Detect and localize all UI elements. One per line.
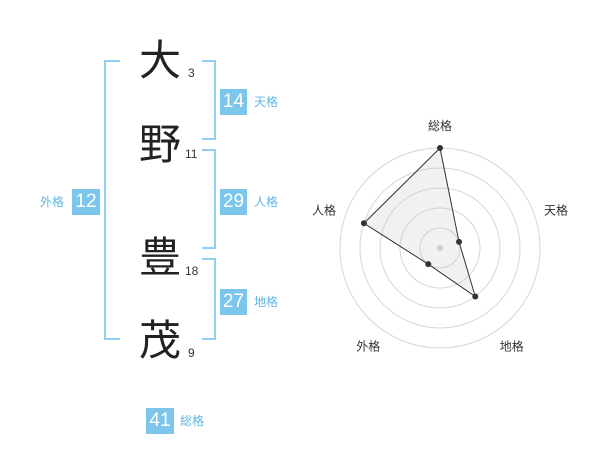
tenkaku-label: 天格 <box>254 95 279 109</box>
stroke-count-3: 18 <box>185 264 199 278</box>
gaikaku-label: 外格 <box>40 195 65 209</box>
chikaku-value: 27 <box>220 289 247 315</box>
radar-center-dot <box>437 245 443 251</box>
name-char-1: 大 <box>138 36 181 85</box>
radar-axis-label-4: 外格 <box>356 339 380 354</box>
radar-axis-label-5: 人格 <box>312 202 336 217</box>
radar-ring-1 <box>419 227 461 269</box>
name-char-2: 野 <box>138 120 181 169</box>
jinkaku-label: 人格 <box>254 195 279 209</box>
gaikaku-bracket <box>104 60 120 340</box>
radar-ring-4 <box>359 167 521 329</box>
chikaku-bracket <box>202 258 216 340</box>
name-char-3: 豊 <box>138 233 181 282</box>
tenkaku-value: 14 <box>220 89 247 115</box>
jinkaku-bracket <box>202 149 216 249</box>
radar-point-2 <box>456 238 463 245</box>
radar-data-polygon <box>363 146 477 298</box>
radar-point-5 <box>360 220 367 227</box>
soukaku-value: 41 <box>146 408 174 434</box>
name-char-4: 茂 <box>138 316 181 365</box>
gaikaku-value: 12 <box>72 189 100 215</box>
radar-axis-label-1: 総格 <box>428 118 452 133</box>
radar-ring-2 <box>399 207 481 289</box>
jinkaku-value: 29 <box>220 189 247 215</box>
chikaku-label: 地格 <box>254 295 279 309</box>
tenkaku-bracket <box>202 60 216 140</box>
radar-ring-3 <box>379 187 501 309</box>
radar-axis-label-3: 地格 <box>500 339 524 354</box>
radar-axis-label-2: 天格 <box>544 202 568 217</box>
radar-point-1 <box>437 145 443 151</box>
stroke-count-4: 9 <box>188 346 195 360</box>
radar-point-3 <box>472 293 479 300</box>
radar-point-4 <box>425 261 432 268</box>
soukaku-label: 総格 <box>180 414 205 428</box>
stroke-count-1: 3 <box>188 66 195 80</box>
stroke-count-2: 11 <box>185 147 198 161</box>
